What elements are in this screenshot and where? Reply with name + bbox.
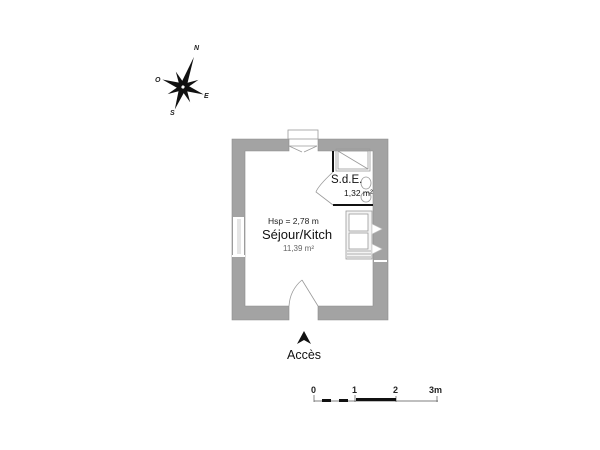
compass-south-label: S bbox=[170, 110, 175, 117]
top-window bbox=[287, 129, 319, 153]
entrance-label: Accès bbox=[287, 348, 322, 362]
ceiling-height-label: Hsp = 2,78 m bbox=[268, 216, 319, 226]
entrance-door bbox=[288, 279, 319, 307]
bathroom-partition bbox=[332, 151, 373, 206]
compass-north-label: N bbox=[194, 45, 200, 52]
living-kitchen-area: 11,39 m² bbox=[283, 244, 314, 253]
access-arrow-icon bbox=[297, 331, 311, 344]
kitchen-sink bbox=[345, 210, 373, 260]
compass-star-icon bbox=[162, 56, 204, 110]
shower bbox=[335, 148, 371, 172]
compass-rose: N O E S bbox=[150, 45, 220, 120]
scale-tick-2: 2 bbox=[393, 385, 399, 395]
bathroom-label: S.d.E. bbox=[331, 174, 363, 186]
scale-tick-0: 0 bbox=[311, 385, 317, 395]
scale-tick-3m: 3m bbox=[429, 385, 443, 395]
compass-east-label: E bbox=[204, 93, 209, 100]
compass-west-label: O bbox=[155, 77, 161, 84]
bathroom-area: 1,32 m² bbox=[344, 188, 373, 198]
living-kitchen-label: Séjour/Kitch bbox=[262, 227, 333, 242]
scale-tick-1: 1 bbox=[352, 385, 358, 395]
